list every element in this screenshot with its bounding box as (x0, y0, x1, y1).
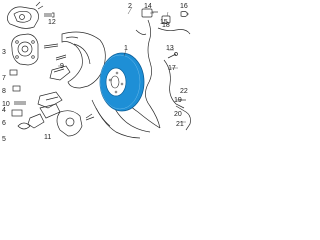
callout-14: 14 (144, 3, 152, 10)
callout-5: 5 (2, 136, 6, 143)
callout-9: 9 (60, 63, 64, 70)
bolt-icon (44, 12, 55, 18)
callout-15: 15 (160, 19, 168, 26)
callout-16: 16 (180, 3, 188, 10)
shield-bolt-icon (43, 43, 67, 61)
callout-2: 2 (128, 3, 132, 10)
wheel-hub-icon (11, 33, 39, 66)
callout-21: 21 (176, 121, 184, 128)
callout-18: 18 (162, 22, 170, 29)
callout-11: 11 (44, 134, 51, 141)
callout-12: 12 (48, 19, 56, 26)
brake-pad-icon (49, 65, 71, 81)
callout-20: 20 (174, 111, 182, 118)
brake-shield-icon (61, 31, 106, 89)
callout-1: 1 (124, 45, 128, 52)
diagram-canvas: 1 2 3 4 5 6 7 8 9 10 11 12 13 14 15 16 1… (2, 1, 191, 143)
caliper-icon (6, 1, 44, 29)
callout-19: 19 (174, 97, 182, 104)
callout-8: 8 (2, 88, 6, 95)
caliper-carrier-icon (56, 110, 95, 137)
callout-4: 4 (2, 107, 6, 114)
brake-hose-icon (163, 52, 191, 131)
callout-17: 17 (168, 65, 176, 72)
callout-7: 7 (2, 75, 6, 82)
callout-22: 22 (180, 88, 188, 95)
callout-6: 6 (2, 120, 6, 127)
brake-parts-diagram: 1 2 3 4 5 6 7 8 9 10 11 12 13 14 15 16 1… (0, 0, 200, 147)
callout-10: 10 (2, 101, 10, 108)
callout-13: 13 (166, 45, 174, 52)
callout-3: 3 (2, 49, 6, 56)
bolt-set-icon (9, 69, 31, 130)
brake-rotor-icon (99, 52, 145, 112)
